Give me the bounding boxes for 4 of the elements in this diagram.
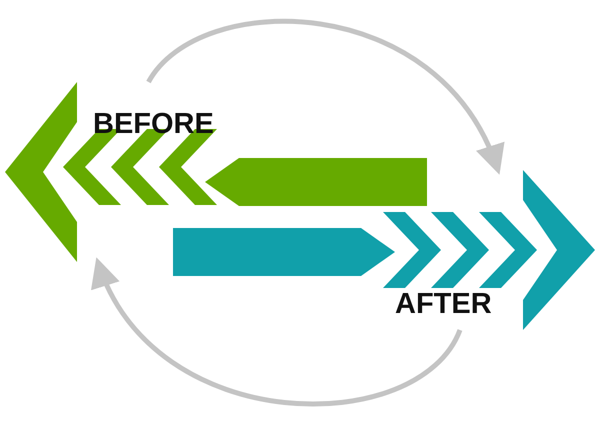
curved-arrow	[94, 257, 462, 406]
arrow-label: BEFORE	[93, 110, 214, 139]
curved-arrow	[146, 18, 502, 175]
arrow-label: AFTER	[395, 290, 492, 319]
